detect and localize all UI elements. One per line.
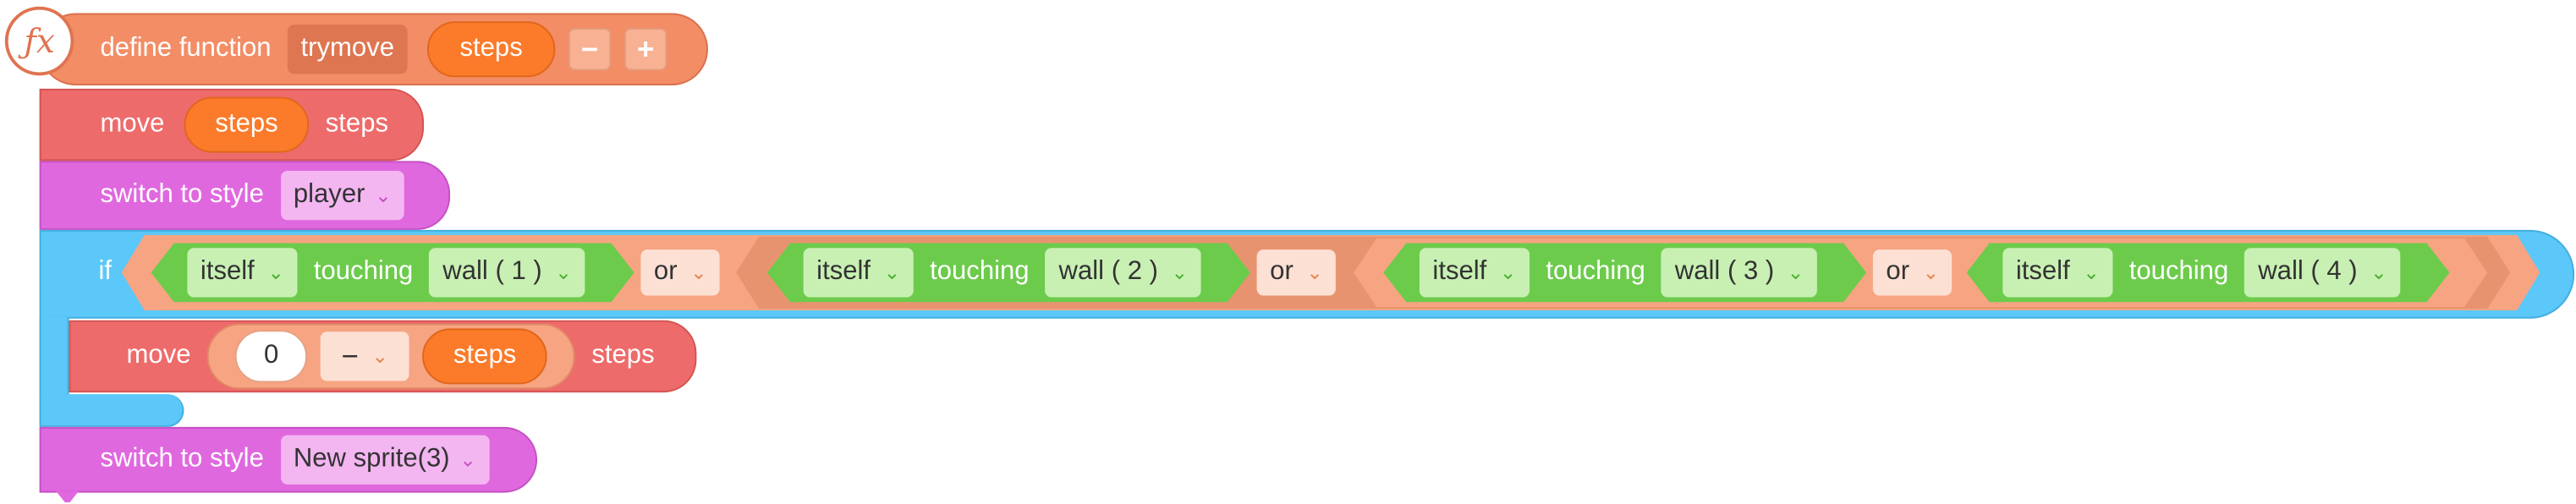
touching-condition-1[interactable]: itself⌄ touching wall ( 1 )⌄ [151, 243, 634, 302]
chevron-down-icon: ⌄ [555, 260, 572, 284]
or-dropdown-3[interactable]: or⌄ [1872, 249, 1953, 296]
target-dropdown[interactable]: wall ( 2 )⌄ [1046, 248, 1201, 297]
touching-condition-4[interactable]: itself⌄ touching wall ( 4 )⌄ [1967, 243, 2450, 302]
chevron-down-icon: ⌄ [371, 344, 389, 369]
block-bottom-notch [56, 490, 80, 503]
steps-reporter[interactable]: steps [184, 96, 310, 153]
steps-reporter[interactable]: steps [422, 328, 547, 385]
style-dropdown[interactable]: New sprite(3) ⌄ [280, 435, 490, 485]
define-function-block[interactable]: define function trymove steps − + [39, 13, 709, 85]
chevron-down-icon: ⌄ [690, 260, 707, 284]
chevron-down-icon: ⌄ [459, 448, 476, 472]
if-block-footer [39, 394, 184, 427]
or-dropdown-1[interactable]: or⌄ [640, 249, 721, 296]
chevron-down-icon: ⌄ [1306, 260, 1323, 284]
touching-label: touching [313, 257, 414, 286]
touching-label: touching [930, 257, 1030, 286]
subject-dropdown[interactable]: itself⌄ [187, 248, 297, 297]
style-dropdown-value: New sprite(3) [293, 445, 450, 474]
steps-unit-label: steps [591, 341, 655, 370]
chevron-down-icon: ⌄ [883, 260, 901, 284]
add-param-button[interactable]: + [623, 28, 667, 71]
subject-dropdown[interactable]: itself⌄ [804, 248, 914, 297]
style-dropdown-value: player [293, 180, 365, 209]
steps-unit-label: steps [325, 110, 389, 139]
target-dropdown[interactable]: wall ( 1 )⌄ [430, 248, 585, 297]
fx-icon: ƒx [4, 6, 74, 76]
switch-style-block[interactable]: switch to style player ⌄ [39, 161, 451, 230]
chevron-down-icon: ⌄ [2083, 260, 2100, 284]
or-dropdown-2[interactable]: or⌄ [1256, 249, 1337, 296]
chevron-down-icon: ⌄ [1922, 260, 1940, 284]
chevron-down-icon: ⌄ [375, 184, 392, 207]
chevron-down-icon: ⌄ [1499, 260, 1517, 284]
chevron-down-icon: ⌄ [2370, 260, 2387, 284]
subject-dropdown[interactable]: itself⌄ [1420, 248, 1530, 297]
move-negative-steps-block[interactable]: move 0 −⌄ steps steps [69, 320, 697, 393]
target-dropdown[interactable]: wall ( 4 )⌄ [2245, 248, 2401, 297]
if-label: if [98, 257, 113, 286]
touching-condition-2[interactable]: itself⌄ touching wall ( 2 )⌄ [767, 243, 1250, 302]
subject-dropdown[interactable]: itself⌄ [2002, 248, 2112, 297]
touching-condition-3[interactable]: itself⌄ touching wall ( 3 )⌄ [1383, 243, 1866, 302]
switch-style-label: switch to style [100, 180, 264, 209]
chevron-down-icon: ⌄ [1787, 260, 1804, 284]
target-dropdown[interactable]: wall ( 3 )⌄ [1661, 248, 1817, 297]
subtract-operator[interactable]: 0 −⌄ steps [206, 323, 575, 390]
switch-style-block-2[interactable]: switch to style New sprite(3) ⌄ [39, 426, 538, 493]
touching-label: touching [1546, 257, 1645, 286]
move-steps-block[interactable]: move steps steps [39, 88, 425, 162]
move-label: move [126, 341, 191, 370]
switch-style-label: switch to style [100, 445, 264, 474]
define-function-label: define function [100, 34, 272, 63]
chevron-down-icon: ⌄ [267, 260, 284, 284]
style-dropdown[interactable]: player ⌄ [280, 170, 405, 221]
move-label: move [100, 110, 165, 139]
function-name-field[interactable]: trymove [288, 25, 408, 74]
param-steps-pill[interactable]: steps [426, 21, 556, 78]
touching-label: touching [2128, 257, 2229, 286]
remove-param-button[interactable]: − [568, 28, 612, 71]
number-input[interactable]: 0 [234, 330, 308, 383]
operator-dropdown[interactable]: −⌄ [320, 331, 409, 381]
chevron-down-icon: ⌄ [1171, 260, 1189, 284]
